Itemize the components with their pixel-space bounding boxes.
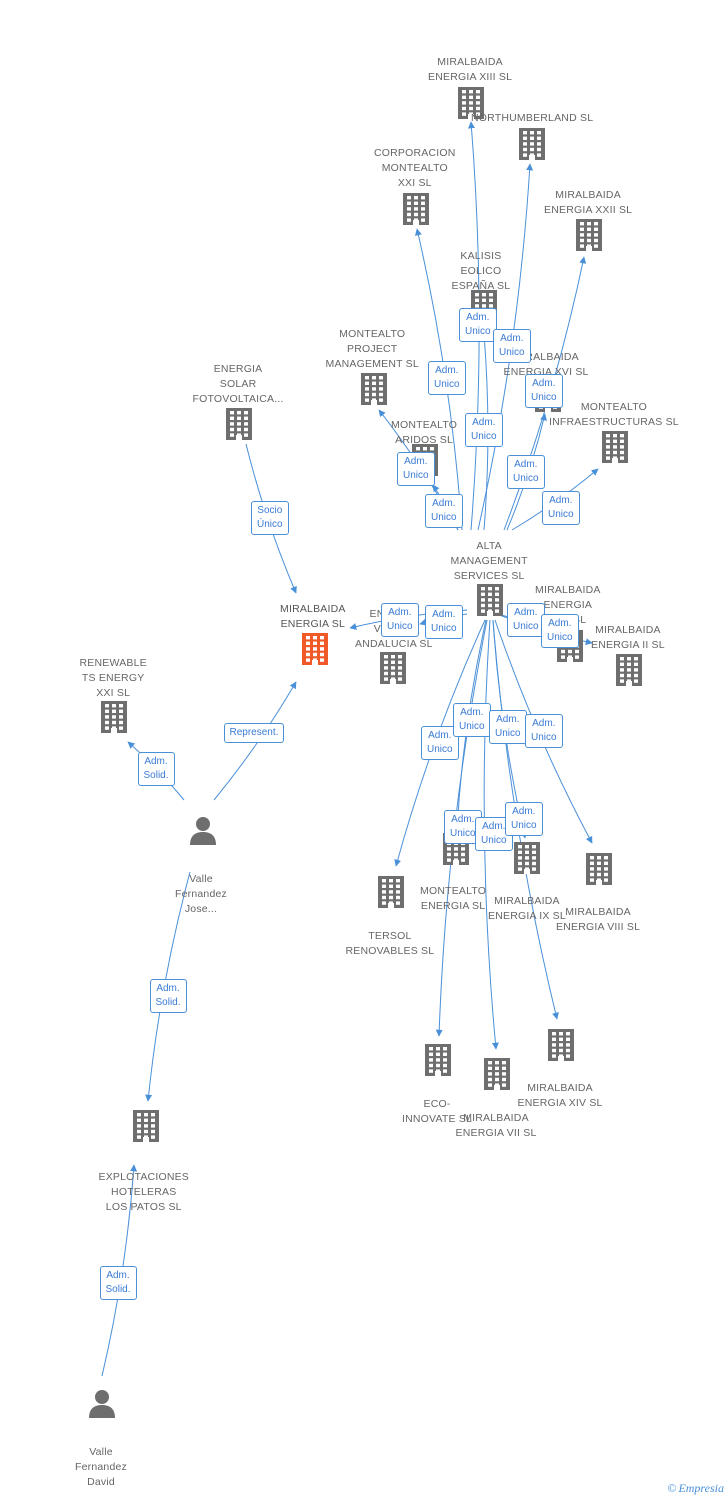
edge-label-jose-to-focus[interactable]: Represent. (223, 723, 285, 743)
company-label-ix[interactable]: MIRALBAIDA ENERGIA IX SL (488, 895, 566, 922)
edge-label-alta-to-xvii[interactable]: Adm. Unico (507, 603, 545, 637)
edge-label-alta-to-kal[interactable]: Adm. Unico (465, 413, 503, 447)
edge-label-solar-to-focus[interactable]: Socio Único (251, 501, 289, 535)
company-building-icon[interactable] (422, 1043, 454, 1082)
company-label-ii[interactable]: MIRALBAIDA ENERGIA II SL (591, 624, 665, 651)
person-label-jose[interactable]: Valle Fernandez Jose... (175, 873, 227, 915)
edge-label-alta-to-pm[interactable]: Adm. Unico (397, 452, 435, 486)
company-building-icon[interactable] (358, 372, 390, 411)
edge-label-alta-to-andal[interactable]: Adm. Unico (425, 605, 463, 639)
company-building-icon[interactable] (545, 1028, 577, 1067)
company-building-icon[interactable] (511, 841, 543, 880)
edge-label-alta-to-infra[interactable]: Adm. Unico (542, 491, 580, 525)
edge-label-alta-to-ii[interactable]: Adm. Unico (541, 614, 579, 648)
company-building-icon[interactable] (400, 192, 432, 231)
edge-label-alta-to-north[interactable]: Adm. Unico (493, 329, 531, 363)
edge-label-alta-to-xxii[interactable]: Adm. Unico (525, 374, 563, 408)
company-label-infra[interactable]: MONTEALTO INFRAESTRUCTURAS SL (549, 401, 679, 428)
person-icon[interactable] (87, 1388, 117, 1423)
company-label-kal[interactable]: KALISIS EOLICO ESPAÑA SL (451, 249, 511, 292)
empresia-logo-text: Empresia (678, 1481, 724, 1495)
company-label-vii[interactable]: MIRALBAIDA ENERGIA VII SL (455, 1112, 537, 1139)
company-label-mae[interactable]: MONTEALTO ENERGIA SL (420, 885, 487, 912)
company-building-icon[interactable] (474, 583, 506, 622)
edge-label-alta-to-corp[interactable]: Adm. Unico (428, 361, 466, 395)
company-building-icon[interactable] (613, 653, 645, 692)
company-label-aridos[interactable]: MONTEALTO ARIDOS SL (391, 419, 458, 446)
edge-label-jose-to-hotel[interactable]: Adm. Solid. (149, 979, 187, 1013)
company-label-hotel[interactable]: EXPLOTACIONES HOTELERAS LOS PATOS SL (98, 1171, 190, 1213)
copyright-symbol: © (667, 1481, 677, 1495)
edge-label-jose-to-renew[interactable]: Adm. Solid. (137, 752, 175, 786)
company-building-icon[interactable] (377, 651, 409, 690)
company-label-tersol[interactable]: TERSOL RENOVABLES SL (345, 930, 435, 957)
edge-label-alta-to-viii[interactable]: Adm. Unico (525, 714, 563, 748)
company-label-solar[interactable]: ENERGIA SOLAR FOTOVOLTAICA... (192, 362, 284, 405)
company-building-icon[interactable] (455, 86, 487, 125)
person-icon[interactable] (188, 815, 218, 850)
company-label-alta[interactable]: ALTA MANAGEMENT SERVICES SL (450, 539, 528, 582)
edge-label-david-to-hotel[interactable]: Adm. Solid. (99, 1266, 137, 1300)
company-building-icon[interactable] (599, 430, 631, 469)
company-building-icon[interactable] (583, 852, 615, 891)
company-building-icon[interactable] (98, 700, 130, 739)
empresia-credit[interactable]: ©Empresia (667, 1481, 724, 1496)
company-label-xxii[interactable]: MIRALBAIDA ENERGIA XXII SL (544, 189, 633, 216)
company-label-xiv[interactable]: MIRALBAIDA ENERGIA XIV SL (517, 1082, 603, 1109)
company-label-renew[interactable]: RENEWABLE TS ENERGY XXI SL (79, 656, 147, 699)
company-label-corp[interactable]: CORPORACION MONTEALTO XXI SL (374, 146, 456, 189)
company-building-icon[interactable] (516, 127, 548, 166)
company-building-icon[interactable] (375, 875, 407, 914)
company-label-pm[interactable]: MONTEALTO PROJECT MANAGEMENT SL (325, 327, 419, 370)
focus-company-building-icon[interactable] (299, 632, 331, 671)
edge-label-alta-to-ix[interactable]: Adm. Unico (489, 710, 527, 744)
company-building-icon[interactable] (573, 218, 605, 257)
edge-label-alta-to-mae[interactable]: Adm. Unico (453, 703, 491, 737)
edge-label-alta-to-aridos[interactable]: Adm. Unico (425, 494, 463, 528)
company-label-north[interactable]: NORTHUMBERLAND SL (471, 111, 594, 124)
company-building-icon[interactable] (223, 407, 255, 446)
person-label-david[interactable]: Valle Fernandez David (75, 1446, 127, 1488)
company-label-focus[interactable]: MIRALBAIDA ENERGIA SL (280, 603, 346, 630)
company-label-eco[interactable]: ECO- INNOVATE SL (402, 1098, 473, 1125)
company-building-icon[interactable] (481, 1057, 513, 1096)
company-label-viii[interactable]: MIRALBAIDA ENERGIA VIII SL (556, 906, 641, 933)
edge-label-alta-to-tersol[interactable]: Adm. Unico (421, 726, 459, 760)
company-label-xiii[interactable]: MIRALBAIDA ENERGIA XIII SL (428, 56, 513, 83)
edge-label-alta-to-xiv[interactable]: Adm. Unico (505, 802, 543, 836)
edge-label-alta-to-xiii[interactable]: Adm. Unico (459, 308, 497, 342)
edge-label-alta-to-focus[interactable]: Adm. Unico (381, 603, 419, 637)
edge-label-alta-to-xvi[interactable]: Adm. Unico (507, 455, 545, 489)
company-building-icon[interactable] (130, 1109, 162, 1148)
